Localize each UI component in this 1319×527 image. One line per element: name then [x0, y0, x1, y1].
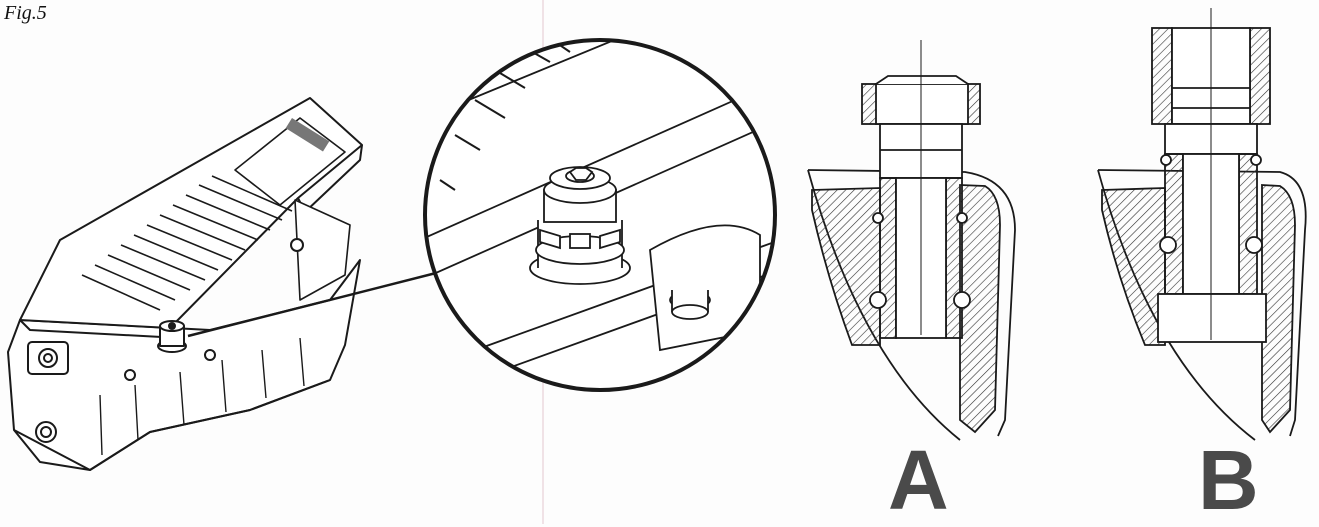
panel-label-b: B [1198, 433, 1259, 527]
foot-pedal-illustration [7, 97, 363, 471]
figure-label: Fig.5 [4, 2, 47, 24]
leader-line [187, 270, 441, 338]
magnified-detail [423, 38, 777, 392]
cross-section-a [807, 40, 1016, 441]
panel-label-a: A [888, 433, 949, 527]
cross-section-b [1097, 8, 1307, 441]
